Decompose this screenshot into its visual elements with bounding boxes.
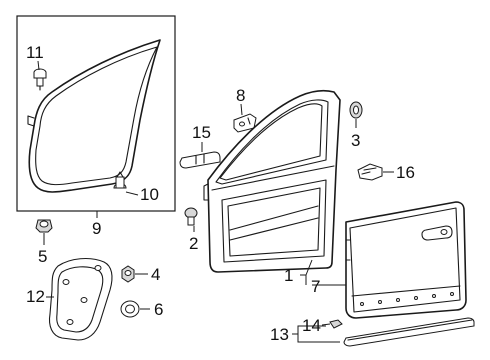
callout-9: 9 [92, 219, 101, 238]
door-check-bracket[interactable] [179, 151, 221, 169]
leader-1 [300, 259, 313, 285]
molding-clip[interactable] [329, 319, 343, 329]
callout-4: 4 [151, 265, 160, 284]
leader-13 [292, 325, 340, 343]
callout-16: 16 [396, 163, 415, 182]
callout-2: 2 [189, 234, 198, 253]
hinge-bracket[interactable] [233, 113, 257, 133]
front-door-shell[interactable] [203, 90, 341, 273]
weatherstrip-group-box [16, 15, 176, 212]
callout-3: 3 [351, 131, 360, 150]
callout-7-label: 7 [311, 277, 320, 296]
push-clip[interactable] [33, 68, 47, 91]
callout-8: 8 [236, 86, 245, 105]
leader-8 [240, 103, 243, 116]
callout-10: 10 [140, 185, 159, 204]
callout-15: 15 [192, 123, 211, 142]
inner-panel-bracket[interactable] [48, 257, 113, 341]
door-hinge-bolt[interactable] [184, 207, 198, 226]
weatherstrip-seal[interactable] [27, 39, 161, 193]
grommet[interactable] [349, 101, 363, 119]
callout-5: 5 [38, 247, 47, 266]
callout-13: 13 [270, 325, 289, 344]
outer-door-panel[interactable] [345, 201, 467, 319]
leader-14 [321, 323, 331, 326]
weatherstrip-clip[interactable] [113, 171, 127, 189]
callout-12: 12 [26, 287, 45, 306]
clip-nut[interactable] [35, 219, 53, 233]
callout-14: 14 [302, 316, 321, 335]
washer-ring[interactable] [120, 300, 140, 318]
callout-6: 6 [154, 300, 163, 319]
lock-bracket[interactable] [357, 163, 383, 181]
door-molding[interactable] [343, 317, 475, 347]
leader-10 [125, 191, 139, 196]
leader-11 [37, 60, 40, 71]
callout-11: 11 [26, 43, 44, 62]
callout-1: 1 [284, 266, 293, 285]
hex-nut[interactable] [121, 265, 135, 283]
